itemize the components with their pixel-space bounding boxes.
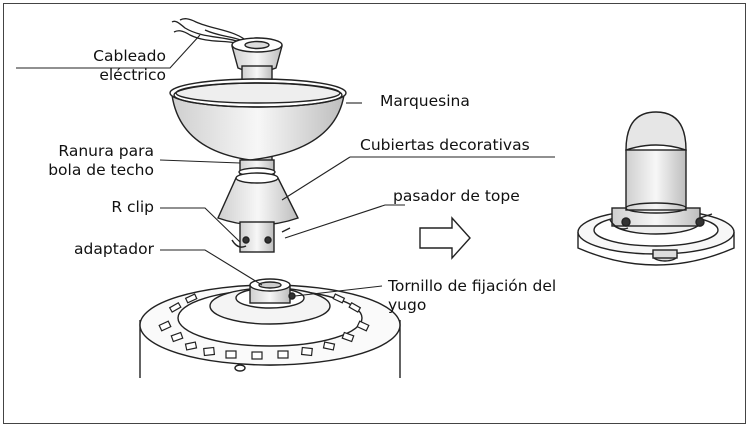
label-wiring: Cableado eléctrico xyxy=(60,47,166,85)
electrical-wires xyxy=(171,18,252,48)
label-adapter: adaptador xyxy=(74,240,154,258)
hanger-ball xyxy=(231,37,283,73)
label-canopy: Marquesina xyxy=(380,92,470,110)
assembled-detail xyxy=(577,111,735,266)
canopy-shape xyxy=(169,78,347,161)
label-ball-slot-line2: bola de techo xyxy=(48,161,154,179)
label-yoke-screw-line1: Tornillo de fijación del xyxy=(388,277,557,295)
label-yoke-screw: Tornillo de fijación del yugo xyxy=(388,277,556,315)
label-stop-pin: pasador de tope xyxy=(393,187,520,205)
label-ball-slot: Ranura para bola de techo xyxy=(20,142,154,180)
leader-lines xyxy=(16,34,555,297)
decorative-cover-shape xyxy=(217,172,299,226)
label-r-clip: R clip xyxy=(111,198,154,216)
label-decorative-covers: Cubiertas decorativas xyxy=(360,136,530,154)
label-ball-slot-line1: Ranura para xyxy=(58,142,154,160)
label-wiring-line2: eléctrico xyxy=(99,66,166,84)
housing-vents xyxy=(158,293,370,360)
label-yoke-screw-line2: yugo xyxy=(388,296,427,314)
hollow-right-arrow-icon xyxy=(419,216,471,260)
rod-bottom xyxy=(231,221,291,253)
yoke-adapter xyxy=(249,278,296,304)
label-wiring-line1: Cableado xyxy=(93,47,166,65)
